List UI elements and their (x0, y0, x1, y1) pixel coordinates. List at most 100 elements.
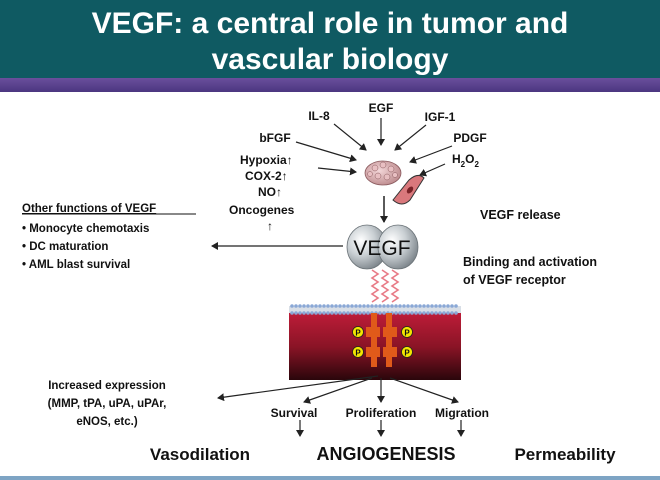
lipid-head (394, 311, 398, 315)
lipid-head (346, 311, 350, 315)
lipid-head (398, 304, 402, 308)
factor-h2o2: H2O2 (452, 152, 479, 169)
vegf-dimer-icon (346, 224, 419, 270)
lipid-head (290, 311, 294, 315)
lipid-head (314, 304, 318, 308)
lipid-head (382, 304, 386, 308)
lipid-head (450, 311, 454, 315)
lipid-head (310, 304, 314, 308)
lipid-head (294, 304, 298, 308)
lipid-head (366, 304, 370, 308)
title-accent-stripe (0, 78, 660, 92)
lipid-head (318, 311, 322, 315)
arrow-pdgf (409, 145, 453, 164)
lipid-head (346, 304, 350, 308)
lipid-head (338, 304, 342, 308)
lipid-head (434, 304, 438, 308)
lipid-head (438, 311, 442, 315)
factor-il8: IL-8 (308, 109, 330, 123)
factor-igf1: IGF-1 (425, 110, 456, 124)
arrow-hypoxia (317, 167, 357, 176)
lipid-head (326, 311, 330, 315)
lipid-head (430, 304, 434, 308)
other-functions-title: Other functions of VEGF (22, 203, 156, 215)
lipid-head (422, 311, 426, 315)
lipid-head (442, 311, 446, 315)
lipid-head (446, 304, 450, 308)
arrow-to-survival (303, 377, 373, 404)
lipid-head (302, 311, 306, 315)
lipid-head (378, 304, 382, 308)
lipid-head (402, 304, 406, 308)
title-bar: VEGF: a central role in tumor and vascul… (0, 0, 660, 78)
kinase-domain (383, 347, 397, 357)
vegf-release-label: VEGF release (480, 208, 561, 222)
tumor-cell-icon (364, 160, 402, 186)
lipid-head (450, 304, 454, 308)
arrow-h2o2 (419, 163, 446, 177)
lipid-head (374, 304, 378, 308)
factor-bfgf: bFGF (259, 131, 290, 145)
lipid-head (410, 311, 414, 315)
lipid-head (306, 304, 310, 308)
factor-no: NO↑ (258, 185, 282, 199)
lipid-head (402, 311, 406, 315)
lipid-head (310, 311, 314, 315)
downstream-arrows (217, 375, 465, 437)
phospho-label: P (404, 349, 410, 358)
lipid-head (354, 311, 358, 315)
lipid-head (350, 304, 354, 308)
input-arrows (295, 118, 453, 177)
phospho-site-icon (352, 326, 364, 338)
receptor-intracellular-domains (366, 313, 397, 367)
factor-cox2: COX-2↑ (245, 169, 288, 183)
lipid-head (398, 311, 402, 315)
outcome-survival: Survival (271, 406, 318, 420)
h2o2-o: O (465, 152, 474, 166)
lipid-head (414, 304, 418, 308)
outcome-migration: Migration (435, 406, 489, 420)
lipid-head (414, 311, 418, 315)
slide-title-line-2: vascular biology (211, 43, 449, 76)
lipid-head (426, 311, 430, 315)
other-function-item: • AML blast survival (22, 259, 130, 271)
lipid-head (454, 304, 458, 308)
arrow-il8 (333, 123, 367, 151)
arrow-igf1 (394, 124, 427, 151)
phospho-label: P (355, 329, 361, 338)
lipid-head (386, 304, 390, 308)
lipid-head (306, 311, 310, 315)
lipid-head (362, 311, 366, 315)
lipid-head (358, 304, 362, 308)
bottom-border (0, 476, 660, 480)
receptor-chain (390, 269, 400, 303)
lipid-head (438, 304, 442, 308)
lipid-head (330, 304, 334, 308)
lipid-head (426, 304, 430, 308)
lipid-head (298, 311, 302, 315)
lipid-head (442, 304, 446, 308)
vegf-label: VEGF (353, 237, 410, 260)
lipid-head (394, 304, 398, 308)
lipid-head (446, 311, 450, 315)
lipid-head (418, 311, 422, 315)
lipid-head (302, 304, 306, 308)
arrow-bfgf (295, 141, 357, 163)
lipid-head (362, 304, 366, 308)
lipid-head (406, 304, 410, 308)
lipid-head (334, 304, 338, 308)
phospho-site-icon (352, 346, 364, 358)
h2o2-sub-2: 2 (474, 160, 479, 169)
lipid-head (342, 304, 346, 308)
receptor-transmembrane (371, 313, 377, 367)
arrow-to-migration (389, 377, 459, 404)
lipid-head (418, 304, 422, 308)
lipid-head (326, 304, 330, 308)
increased-expression-line-2: (MMP, tPA, uPA, uPAr, (48, 398, 167, 410)
lipid-head (322, 304, 326, 308)
lipid-head (410, 304, 414, 308)
factor-egf: EGF (369, 101, 394, 115)
binding-label-line-1: Binding and activation (463, 255, 597, 269)
phospho-sites: P P P P (352, 326, 413, 358)
